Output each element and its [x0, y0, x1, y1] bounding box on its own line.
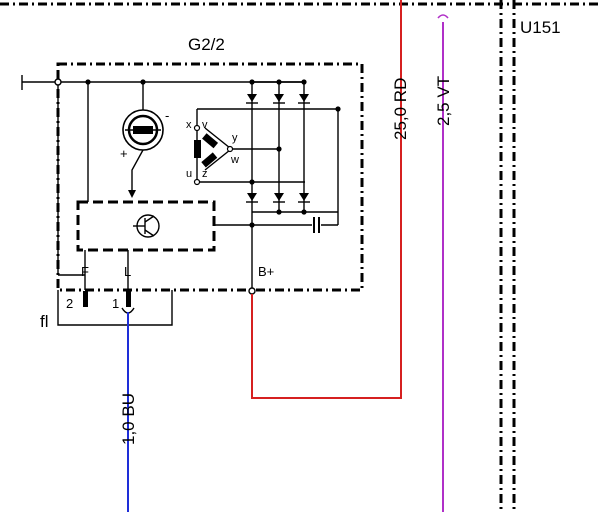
- stator-label-x: x: [186, 119, 192, 131]
- pin-1-stub: [126, 291, 131, 307]
- rect-dot-b2: [301, 209, 307, 215]
- diode-upper-3: [299, 94, 309, 102]
- pin-2-number: 2: [66, 296, 73, 311]
- stator-label-v: v: [202, 119, 208, 131]
- wire-red-path: [251, 0, 402, 399]
- stator-label-y: y: [232, 132, 238, 144]
- rotor-minus-label: -: [165, 108, 169, 123]
- diode-lower-3: [299, 193, 309, 201]
- rect-dot-right: [335, 106, 341, 112]
- diode-lower-1: [247, 193, 257, 201]
- transistor-collector: [144, 215, 155, 223]
- wire-violet-break: [437, 14, 449, 19]
- stator-coil-lower: [201, 152, 218, 168]
- pin-f-label: F: [81, 264, 89, 279]
- stator-node-v: [193, 124, 201, 132]
- terminal-left: [54, 78, 62, 86]
- wire-red: 25,0 RD: [251, 0, 410, 399]
- harness-bracket: [57, 290, 173, 326]
- regulator-box: [76, 200, 216, 252]
- transistor-emitter: [144, 229, 155, 237]
- diode-lower-2: [274, 193, 284, 201]
- wire-blue-label: 1,0 BU: [119, 393, 138, 445]
- bplus-label: B+: [258, 264, 274, 279]
- stator-diag-bot: [204, 149, 231, 171]
- rect-dot-u: [249, 179, 255, 185]
- wire-violet-label: 2,5 VT: [434, 76, 453, 126]
- stator-coil-upper: [202, 133, 219, 149]
- stator-node-u: [193, 178, 201, 186]
- stator-label-z: z: [202, 168, 208, 180]
- wire-violet: 2,5 VT: [434, 14, 453, 512]
- alternator-outline: [56, 62, 364, 292]
- diode-upper-2: [274, 94, 284, 102]
- rect-dot-w: [276, 146, 282, 152]
- component-name-label: G2/2: [188, 35, 225, 54]
- stator-label-u: u: [186, 168, 192, 180]
- stator-coil-vertical: [194, 140, 201, 158]
- pin-2-stub: [83, 291, 88, 307]
- pin-l-label: L: [124, 264, 131, 279]
- rect-dot-b1: [276, 209, 282, 215]
- rotor-feed-arrow: [128, 190, 136, 198]
- wire-red-label: 25,0 RD: [391, 78, 410, 140]
- rect-dot-top: [301, 79, 307, 85]
- stator-node-y: [226, 145, 234, 153]
- bplus-terminal: [248, 287, 256, 295]
- stator-label-w: w: [230, 154, 239, 166]
- wire-blue: 1,0 BU: [119, 312, 138, 512]
- pin-1-number: 1: [112, 296, 119, 311]
- diode-upper-1: [247, 94, 257, 102]
- rotor-feed-wire: [131, 149, 144, 190]
- rotor-plus-label: +: [120, 146, 128, 161]
- stator-diag-top: [204, 127, 231, 149]
- connector-ref-label: U151: [520, 18, 561, 37]
- harness-label: fl: [40, 312, 49, 331]
